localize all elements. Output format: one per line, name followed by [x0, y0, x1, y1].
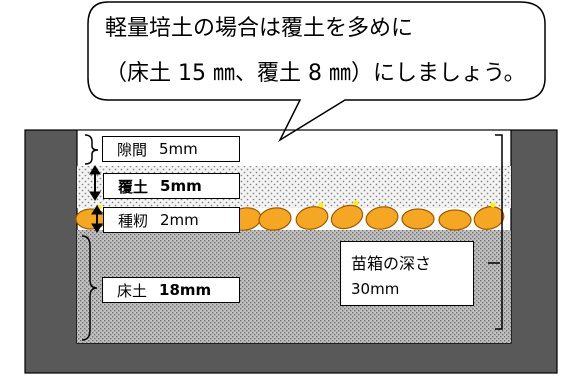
bed-soil-label: 床土 18mm — [102, 277, 240, 303]
gap-label: 隙間 5mm — [102, 136, 240, 162]
callout-bubble — [87, 1, 546, 143]
seed-label-value: 2mm — [160, 211, 199, 229]
box-depth-label-name: 苗箱の深さ — [351, 253, 432, 273]
seed — [473, 206, 505, 230]
bed-soil-label-name: 床土 — [117, 281, 148, 300]
seed — [295, 206, 329, 230]
gap-label-name: 隙間 — [117, 140, 148, 159]
cover-soil-label: 覆土 5mm — [103, 173, 240, 199]
gap-label-value: 5mm — [159, 140, 198, 158]
callout-line-2: （床土 15 ㎜、覆土 8 ㎜）にしましょう。 — [105, 61, 526, 86]
box-depth-label: 苗箱の深さ 30mm — [340, 241, 474, 306]
cover-soil-label-name: 覆土 — [118, 177, 149, 196]
left-braces — [81, 134, 99, 341]
box-depth-label-value: 30mm — [351, 279, 400, 298]
gap-brace — [84, 134, 99, 165]
seed — [330, 204, 364, 230]
bed-soil-label-value: 18mm — [159, 281, 212, 299]
seed — [365, 206, 399, 230]
seed — [401, 208, 435, 230]
seed — [75, 208, 107, 230]
seed — [438, 209, 472, 231]
cover-soil-label-value: 5mm — [160, 177, 202, 195]
bed-soil-brace — [81, 235, 98, 341]
dimension-arrows — [89, 165, 103, 233]
seed-label: 種籾 2mm — [103, 207, 240, 233]
tray-bottom — [25, 343, 557, 373]
tray-left-wall — [25, 130, 77, 373]
seed-label-name: 種籾 — [118, 211, 149, 230]
callout-line-1: 軽量培土の場合は覆土を多めに — [105, 16, 414, 41]
tray-right-wall — [511, 130, 557, 373]
box-depth-bracket — [488, 134, 503, 330]
seed — [258, 207, 292, 231]
